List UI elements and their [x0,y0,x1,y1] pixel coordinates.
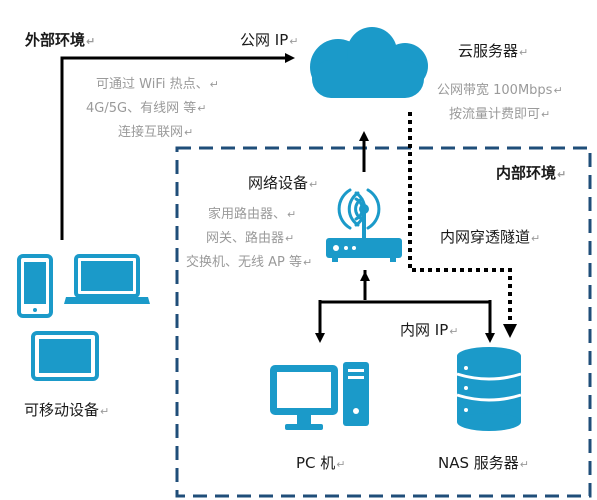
tunnel-label: 内网穿透隧道↵ [440,228,541,246]
access-note-line-3: 连接互联网↵ [118,125,194,140]
tablet-icon [31,331,99,381]
cloud-server-label: 云服务器↵ [458,42,529,60]
mobile-devices-label: 可移动设备↵ [24,401,110,419]
network-device-label: 网络设备↵ [248,174,319,192]
network-note-line-1: 家用路由器、↵ [208,207,297,222]
external-connection-line [60,53,295,240]
network-note-line-3: 交换机、无线 AP 等↵ [186,255,313,270]
pc-label: PC 机↵ [296,454,346,472]
cloud-icon [310,27,428,98]
external-env-label: 外部环境↵ [25,31,96,49]
internal-env-label: 内部环境↵ [496,164,567,182]
access-note-line-1: 可通过 WiFi 热点、↵ [96,77,219,92]
router-icon [326,188,402,262]
phone-icon [17,254,53,318]
intranet-ip-label: 内网 IP↵ [400,321,459,339]
cloud-note-line-1: 公网带宽 100Mbps↵ [437,83,563,98]
pc-icon [270,362,369,430]
nas-server-icon [456,347,522,431]
access-note-line-2: 4G/5G、有线网 等↵ [86,101,207,116]
public-ip-label: 公网 IP↵ [240,31,299,49]
laptop-icon [64,254,150,304]
tunnel-dotted-line [408,112,512,330]
internal-env-border [175,146,592,498]
network-note-line-2: 网关、路由器↵ [206,231,295,246]
cloud-note-line-2: 按流量计费即可↵ [449,107,551,122]
nas-label: NAS 服务器↵ [438,454,529,472]
